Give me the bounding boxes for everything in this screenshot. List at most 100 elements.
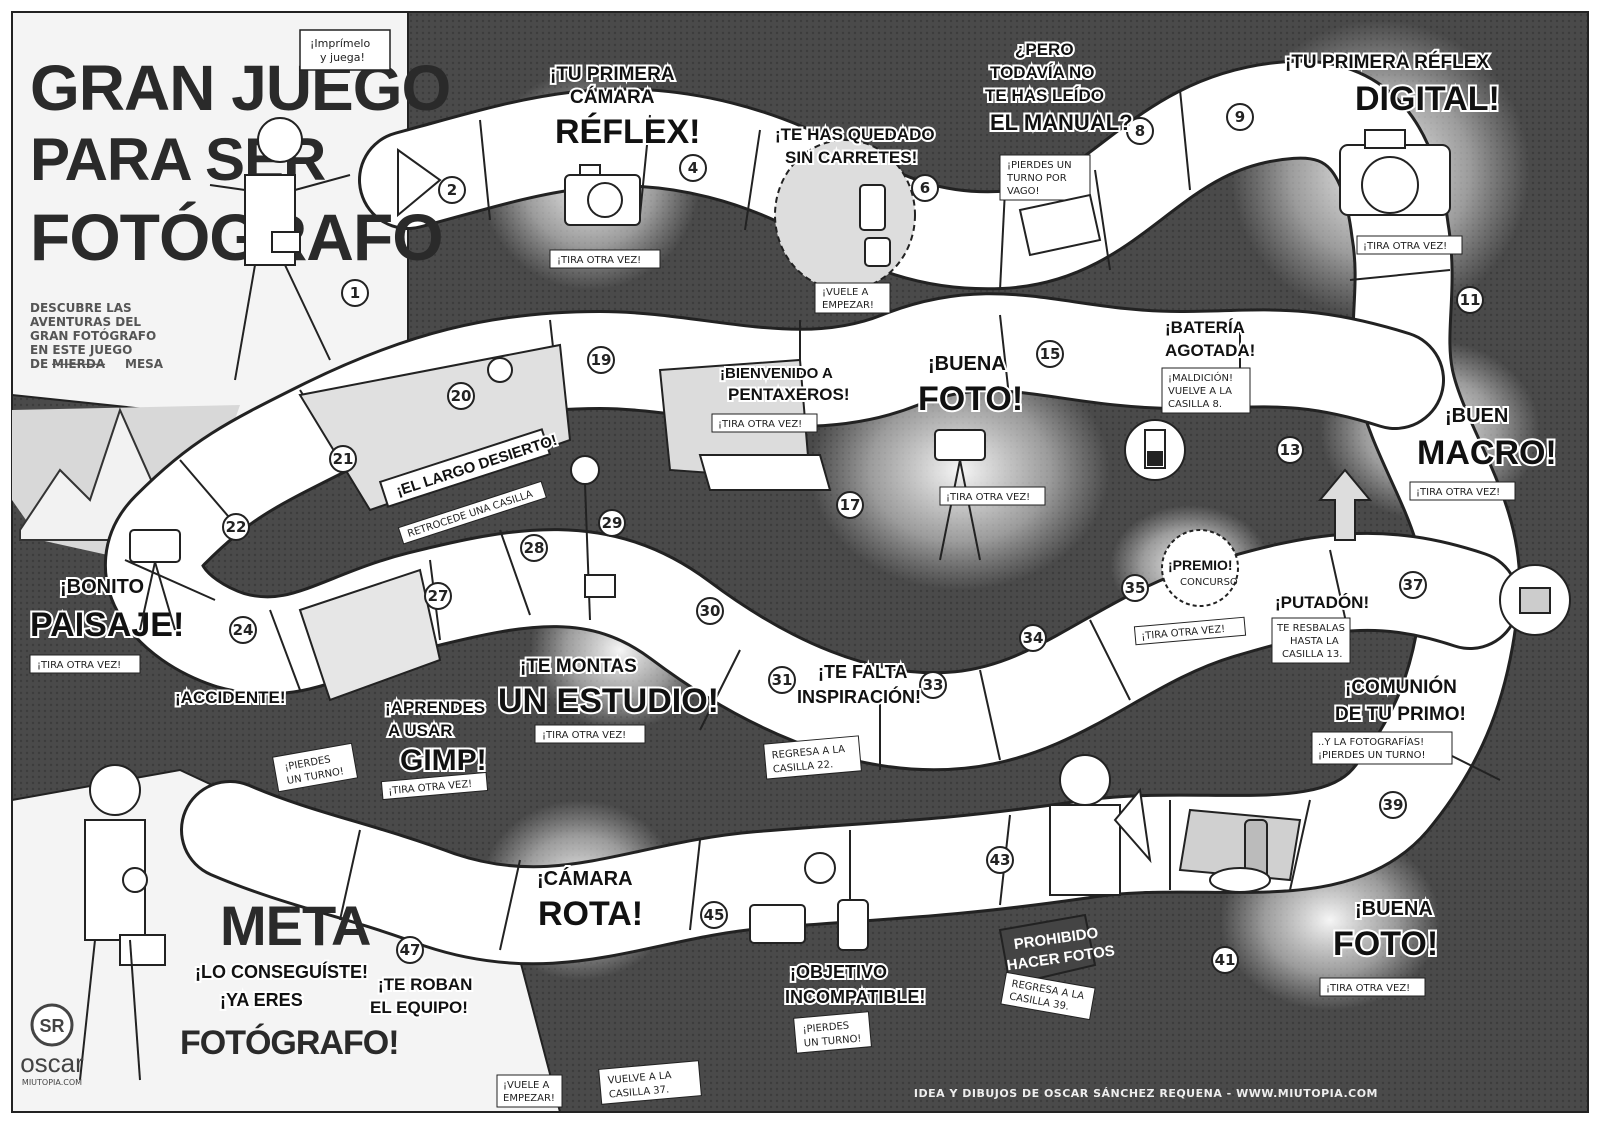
square-15: 15: [1036, 340, 1064, 368]
event-23-line2: PAISAJE!: [30, 606, 184, 644]
event-6-line2: SIN CARRETES!: [785, 148, 917, 167]
event-40-tag-text: ¡TIRA OTRA VEZ!: [1326, 983, 1410, 994]
event-38-line2: DE TU PRIMO!: [1335, 704, 1466, 725]
event-46-tag-line2: CASILLA 37.: [609, 1084, 670, 1100]
event-8-tag-line3: VAGO!: [1007, 186, 1040, 197]
event-38-tag-line1: ..Y LA FOTOGRAFÍAS!: [1318, 735, 1424, 748]
manual-book-icon: [1018, 193, 1102, 257]
event-16-line1: ¡BUENA: [928, 353, 1006, 375]
svg-text:19: 19: [591, 351, 612, 369]
svg-text:6: 6: [920, 179, 930, 197]
event-21-banner: [378, 428, 552, 508]
event-6-tag-line2: EMPEZAR!: [822, 300, 874, 311]
svg-text:22: 22: [226, 518, 247, 536]
logo-site: MIUTOPIA.COM: [22, 1078, 82, 1087]
svg-text:34: 34: [1023, 629, 1044, 647]
meta-line3: FOTÓGRAFO!: [180, 1024, 399, 1062]
event-32-line1: ¡TE FALTA: [818, 662, 907, 682]
event-29-line2: UN ESTUDIO!: [498, 682, 719, 720]
event-44-tag: [793, 1011, 872, 1054]
event-38-tag-line2: ¡PIERDES UN TURNO!: [1318, 750, 1426, 761]
square-43: 43: [986, 846, 1014, 874]
film-roll-icon: [859, 184, 891, 267]
event-13-tag-text: ¡TIRA OTRA VEZ!: [1416, 487, 1500, 498]
print-note-line1: ¡Imprímelo: [310, 37, 370, 50]
svg-text:9: 9: [1235, 108, 1245, 126]
event-36-line2: CONCURSO: [1180, 577, 1238, 588]
event-42-tag: [1000, 971, 1096, 1021]
square-4: 4: [679, 154, 707, 182]
event-18-line1: ¡BIENVENIDO A: [720, 365, 833, 382]
event-4-line1: ¡TU PRIMERA: [550, 64, 675, 85]
event-36-line1: ¡PREMIO!: [1168, 557, 1233, 573]
lens-icon: [749, 852, 869, 951]
svg-text:30: 30: [700, 602, 721, 620]
square-20: 20: [447, 382, 475, 410]
event-44-line2: INCOMPATIBLE!: [785, 987, 925, 1007]
svg-text:45: 45: [704, 906, 725, 924]
event-6-tag: [814, 282, 891, 314]
svg-text:41: 41: [1215, 951, 1236, 969]
event-40-line1: ¡BUENA: [1355, 898, 1433, 920]
event-25-tag: [272, 742, 359, 793]
square-22: 22: [222, 513, 250, 541]
svg-text:31: 31: [772, 671, 793, 689]
event-13-tag: [1409, 481, 1516, 501]
walking-photographer-drawing: [209, 117, 351, 381]
event-32-tag: [763, 735, 862, 780]
square-21: 21: [329, 445, 357, 473]
square-2: 2: [438, 176, 466, 204]
event-36-tag: [1133, 616, 1247, 646]
event-26-line1: ¡APRENDES: [385, 698, 485, 717]
svg-text:17: 17: [840, 496, 861, 514]
event-putadon-tag: [1271, 617, 1351, 664]
board-border: [11, 11, 1589, 1113]
event-46-line2: ROTA!: [538, 895, 643, 933]
studio-light-icon: [570, 455, 616, 621]
event-26-tag: [380, 771, 489, 801]
event-13-line2: MACRO!: [1417, 434, 1557, 472]
event-29-tag-text: ¡TIRA OTRA VEZ!: [542, 730, 626, 741]
logo-mark: SR: [39, 1016, 64, 1036]
subtitle-line5-suffix: MESA: [125, 357, 164, 371]
square-numbers: 1 2 4 6 8 9 11 13 15 17 19 20 21 22 24 2…: [222, 103, 1484, 974]
credit-line: IDEA Y DIBUJOS DE OSCAR SÁNCHEZ REQUENA …: [914, 1087, 1378, 1100]
keyboard-icon: [698, 454, 832, 491]
camera-icon: [564, 164, 641, 226]
svg-text:27: 27: [428, 587, 449, 605]
event-29-tag: [534, 724, 646, 744]
event-11-line1: ¡TU PRIMERA RÉFLEX: [1285, 51, 1489, 73]
svg-text:4: 4: [688, 159, 698, 177]
event-6-tag-line1: ¡VUELE A: [822, 287, 869, 298]
event-48-tag: [496, 1074, 563, 1108]
event-46-tag: [598, 1060, 702, 1105]
event-putadon-line1: ¡PUTADÓN!: [1275, 593, 1369, 612]
svg-text:21: 21: [333, 450, 354, 468]
event-18-line2: PENTAXEROS!: [728, 385, 850, 404]
square-45: 45: [700, 901, 728, 929]
event-putadon-tag-line1: TE RESBALAS: [1276, 623, 1345, 634]
svg-text:24: 24: [233, 621, 254, 639]
event-4-tag: [549, 249, 661, 269]
svg-text:8: 8: [1135, 122, 1145, 140]
svg-text:37: 37: [1403, 576, 1424, 594]
print-note-line2: y juega!: [320, 51, 365, 64]
landscape-camera-icon: [129, 529, 181, 631]
event-putadon-tag-line3: CASILLA 13.: [1282, 649, 1342, 660]
svg-text:47: 47: [400, 941, 421, 959]
svg-text:1: 1: [350, 284, 360, 302]
event-16-line2: FOTO!: [918, 380, 1023, 418]
event-40-line2: FOTO!: [1333, 925, 1438, 963]
gimp-panel: [298, 568, 442, 702]
square-35: 35: [1121, 574, 1149, 602]
event-8-tag-line1: ¡PIERDES UN: [1007, 160, 1072, 171]
event-14-tag-line2: VUELVE A LA: [1168, 386, 1232, 397]
event-14-line1: ¡BATERÍA: [1165, 318, 1245, 337]
logo-name: oscar: [20, 1048, 84, 1078]
wine-bottle-icon: [1209, 819, 1271, 893]
event-44-line1: ¡OBJETIVO: [790, 962, 887, 982]
event-40-tag: [1319, 977, 1426, 997]
meta-line1: ¡LO CONSEGUÍSTE!: [195, 961, 368, 982]
commune-panel: [1178, 808, 1302, 882]
event-38-line1: ¡COMUNIÓN: [1345, 676, 1457, 698]
